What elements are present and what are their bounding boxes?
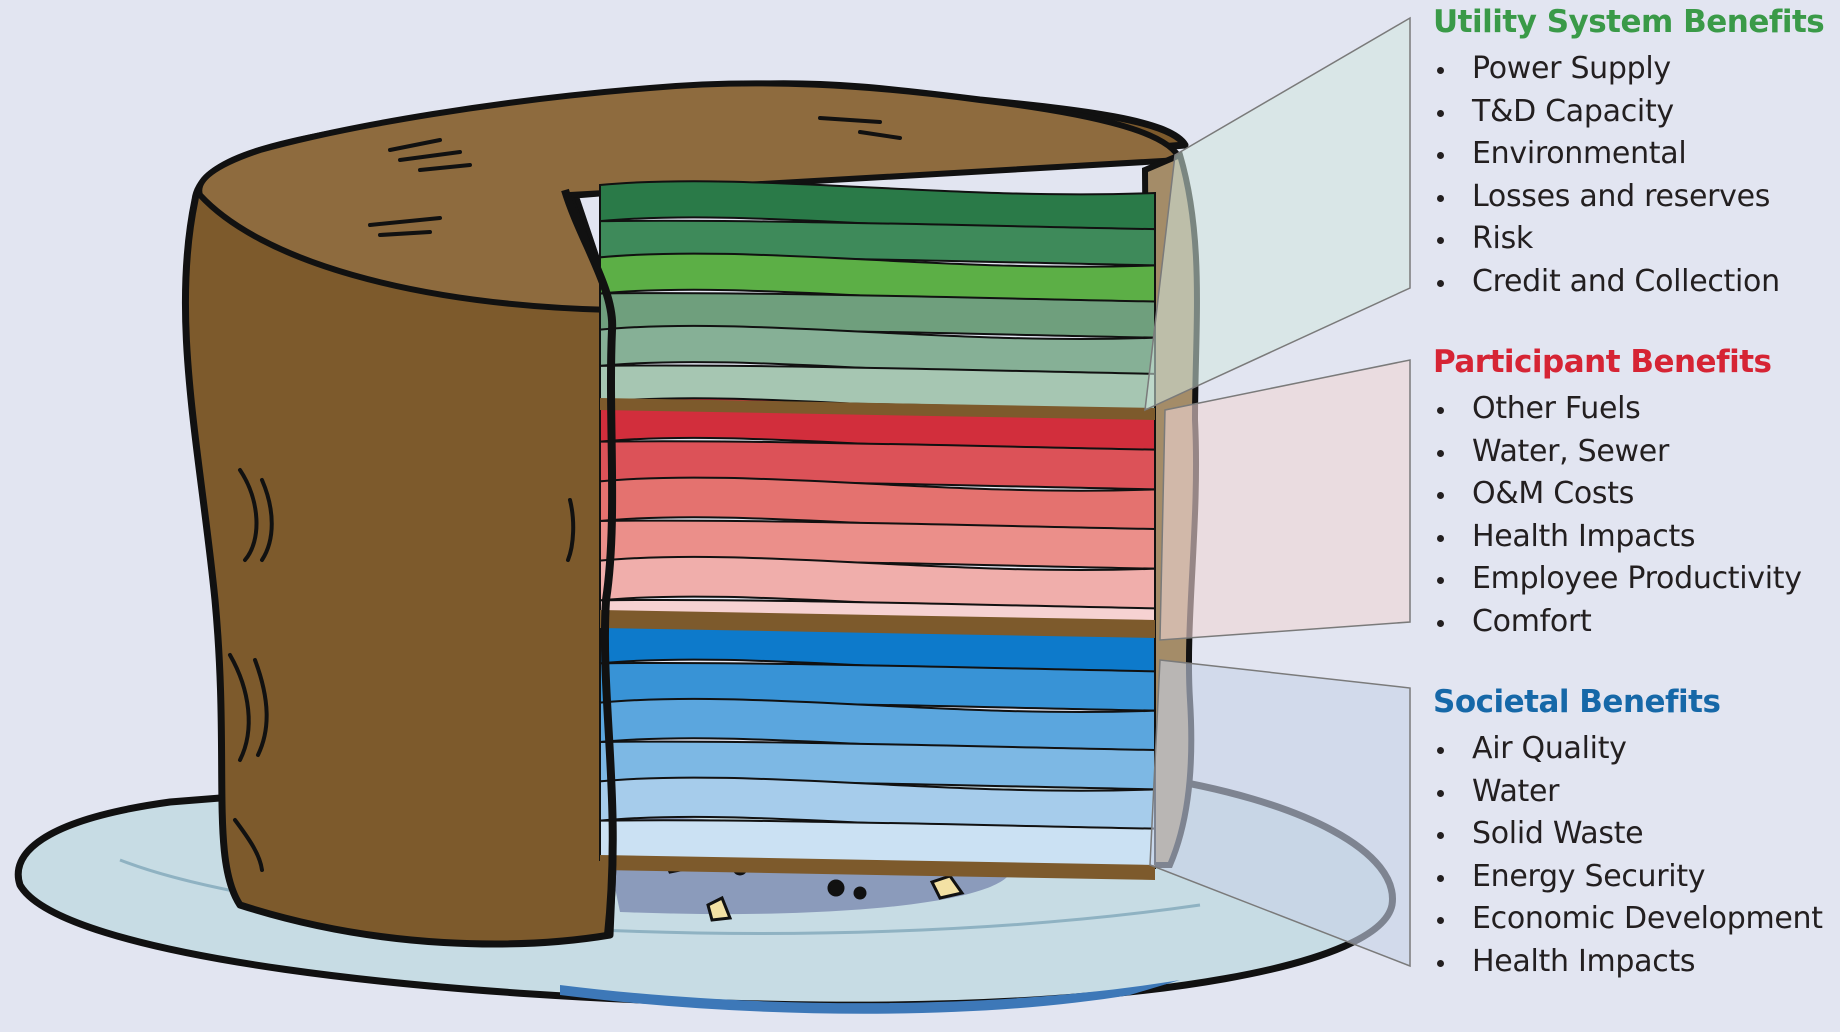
societal-benefits-group: Societal Benefits Air Quality Water Soli… <box>1433 684 1833 983</box>
list-item: Comfort <box>1433 601 1833 644</box>
list-item: Solid Waste <box>1433 813 1833 856</box>
utility-list: Power Supply T&D Capacity Environmental … <box>1433 48 1833 303</box>
societal-heading: Societal Benefits <box>1433 684 1833 720</box>
callout-wedges <box>1145 18 1410 966</box>
list-item: Power Supply <box>1433 48 1833 91</box>
list-item: Risk <box>1433 218 1833 261</box>
list-item: Losses and reserves <box>1433 176 1833 219</box>
cake-layers <box>600 181 1155 880</box>
societal-list: Air Quality Water Solid Waste Energy Sec… <box>1433 728 1833 983</box>
list-item: Water, Sewer <box>1433 431 1833 474</box>
list-item: Economic Development <box>1433 898 1833 941</box>
list-item: Air Quality <box>1433 728 1833 771</box>
utility-callout <box>1145 18 1410 410</box>
list-item: Employee Productivity <box>1433 558 1833 601</box>
list-item: Health Impacts <box>1433 941 1833 984</box>
utility-benefits-group: Utility System Benefits Power Supply T&D… <box>1433 4 1833 303</box>
utility-heading: Utility System Benefits <box>1433 4 1833 40</box>
participant-list: Other Fuels Water, Sewer O&M Costs Healt… <box>1433 388 1833 643</box>
list-item: Other Fuels <box>1433 388 1833 431</box>
participant-heading: Participant Benefits <box>1433 344 1833 380</box>
list-item: O&M Costs <box>1433 473 1833 516</box>
list-item: Water <box>1433 771 1833 814</box>
list-item: Health Impacts <box>1433 516 1833 559</box>
list-item: T&D Capacity <box>1433 91 1833 134</box>
list-item: Energy Security <box>1433 856 1833 899</box>
participant-benefits-group: Participant Benefits Other Fuels Water, … <box>1433 344 1833 643</box>
list-item: Environmental <box>1433 133 1833 176</box>
list-item: Credit and Collection <box>1433 261 1833 304</box>
